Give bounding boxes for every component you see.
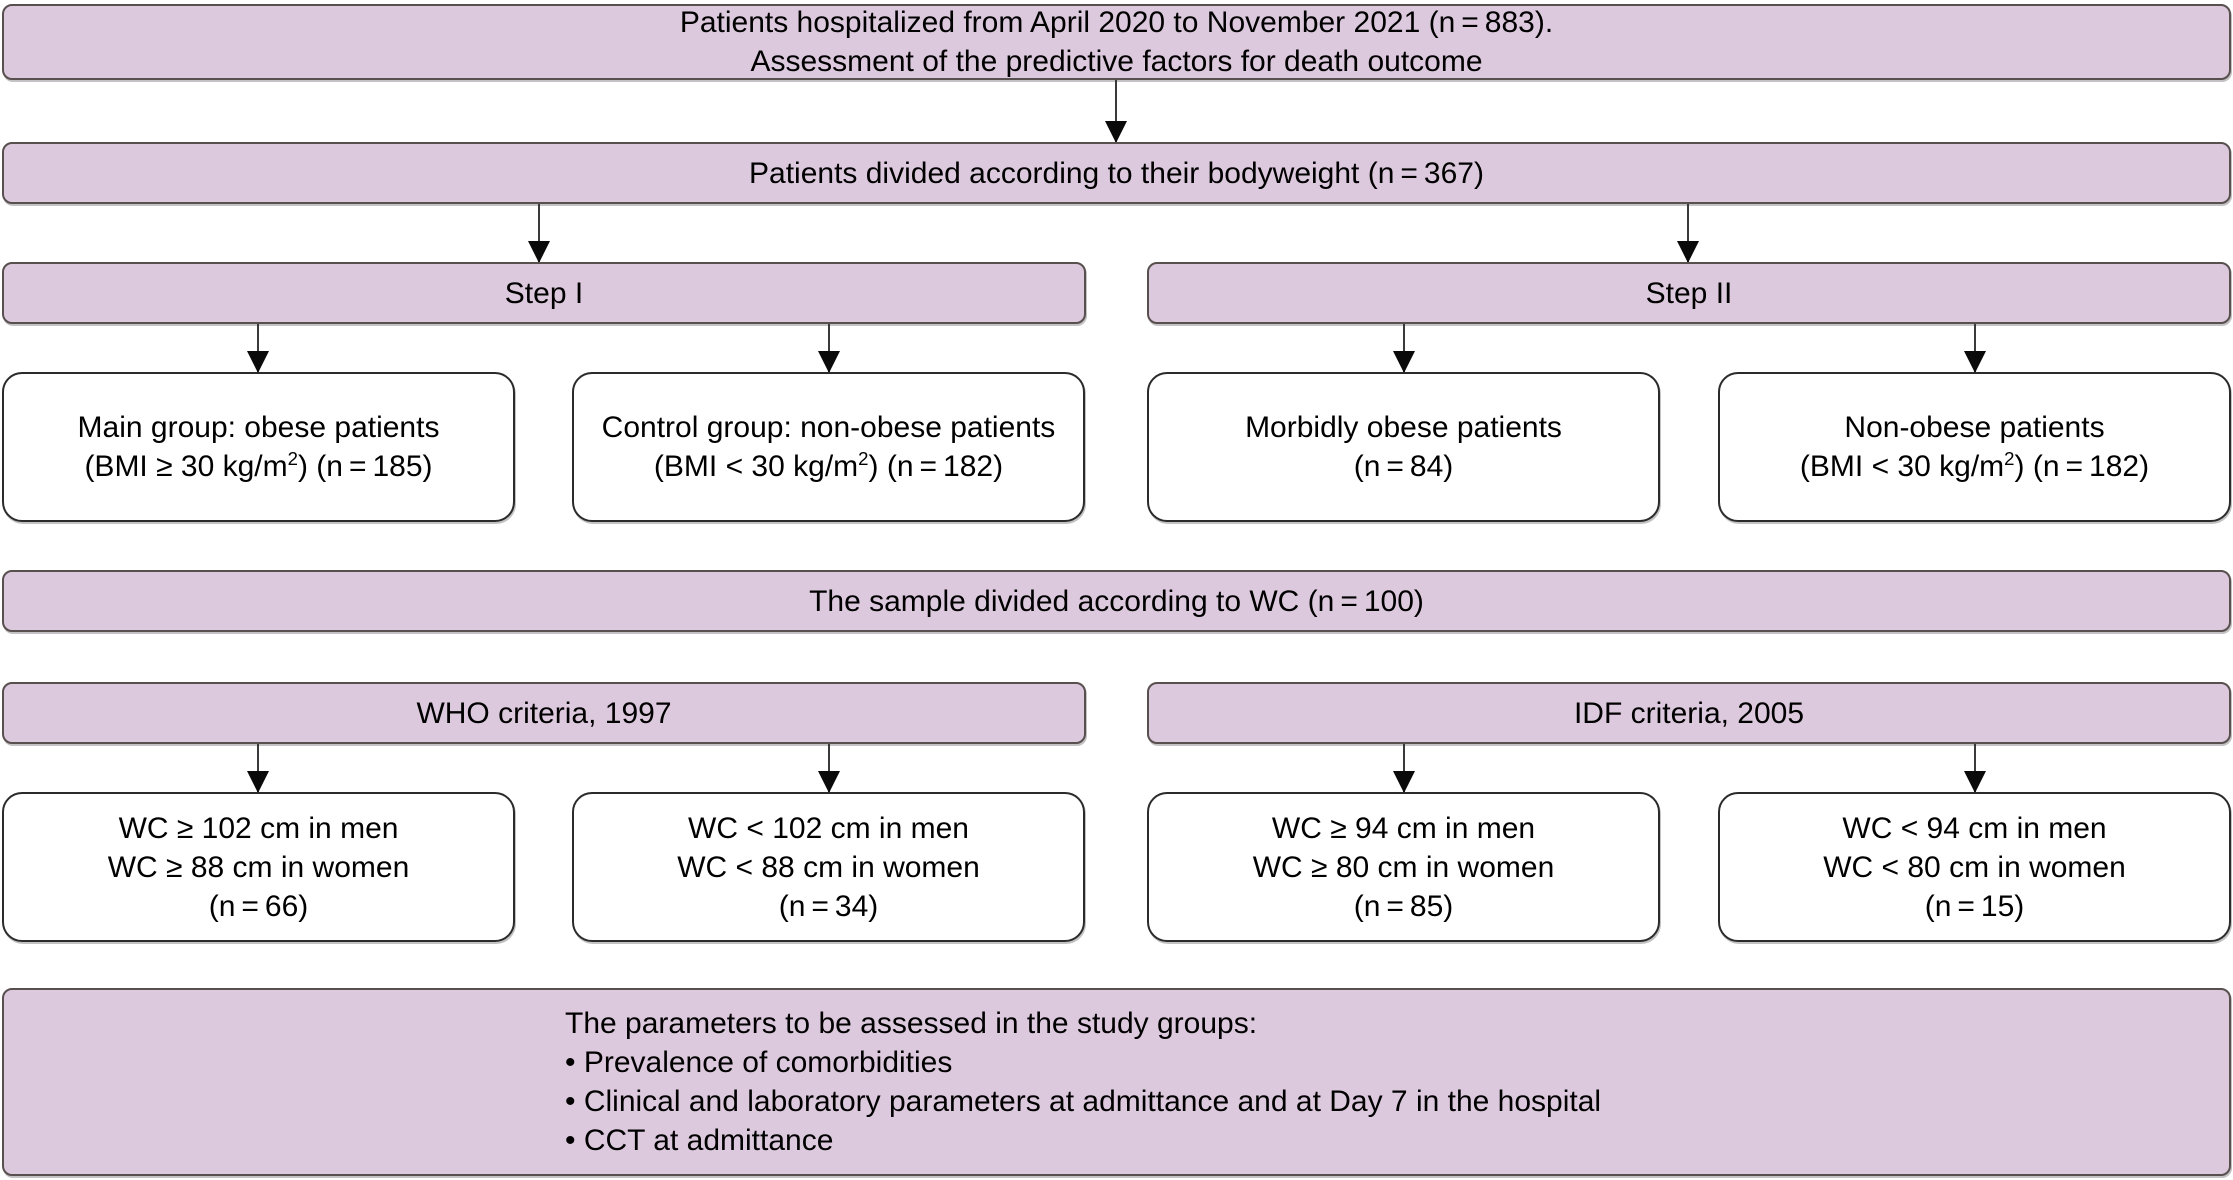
node-who-header-label: WHO criteria, 1997 [416,696,672,730]
node-idf-low: WC < 94 cm in men WC < 80 cm in women (n… [1718,792,2231,942]
node-idf-high: WC ≥ 94 cm in men WC ≥ 80 cm in women (n… [1147,792,1660,942]
node-parameters-bullet-1: • Prevalence of comorbidities [565,1046,953,1079]
node-idf-low-line3: (n = 15) [1924,889,2025,923]
arrow-step1-to-control-group [828,324,830,372]
node-idf-high-line2: WC ≥ 80 cm in women [1252,850,1555,884]
superscript-2: 2 [2004,448,2015,469]
node-who-high-line2: WC ≥ 88 cm in women [107,850,410,884]
arrow-who-to-low [828,744,830,792]
node-step2-header: Step II [1147,262,2231,324]
node-parameters-bullet-3: • CCT at admittance [565,1124,834,1157]
node-main-group: Main group: obese patients (BMI ≥ 30 kg/… [2,372,515,522]
node-who-high-line3: (n = 66) [208,889,309,923]
node-control-group-line1: Control group: non-obese patients [601,411,1056,444]
node-step1-header-label: Step I [504,276,584,310]
node-who-low-line3: (n = 34) [778,889,879,923]
node-main-group-line2: (BMI ≥ 30 kg/m2) (n = 185) [84,448,433,483]
node-who-high-line1: WC ≥ 102 cm in men [118,811,399,845]
arrow-idf-to-low [1974,744,1976,792]
arrow-step2-to-morbidly-obese [1403,324,1405,372]
node-non-obese: Non-obese patients (BMI < 30 kg/m2) (n =… [1718,372,2231,522]
node-parameters: The parameters to be assessed in the stu… [2,988,2231,1176]
node-morbidly-obese: Morbidly obese patients (n = 84) [1147,372,1660,522]
node-idf-header-label: IDF criteria, 2005 [1573,696,1805,730]
arrow-who-to-high [257,744,259,792]
node-cohort: Patients hospitalized from April 2020 to… [2,4,2231,80]
node-idf-high-line3: (n = 85) [1353,889,1454,923]
node-non-obese-line1: Non-obese patients [1844,411,2105,444]
node-control-group-line2: (BMI < 30 kg/m2) (n = 182) [653,448,1004,483]
node-who-low-line2: WC < 88 cm in women [677,850,980,884]
node-step1-header: Step I [2,262,1086,324]
superscript-2: 2 [858,448,869,469]
arrow-step1-to-main-group [257,324,259,372]
node-idf-high-line1: WC ≥ 94 cm in men [1271,811,1536,845]
arrow-bodyweight-to-step2 [1687,204,1689,262]
superscript-2: 2 [287,448,298,469]
node-idf-low-line2: WC < 80 cm in women [1823,850,2126,884]
node-divided-bodyweight: Patients divided according to their body… [2,142,2231,204]
node-divided-wc-line1: The sample divided according to WC (n = … [809,584,1424,618]
node-control-group: Control group: non-obese patients (BMI <… [572,372,1085,522]
node-who-low-line1: WC < 102 cm in men [688,811,969,845]
node-divided-bodyweight-line1: Patients divided according to their body… [749,156,1484,190]
arrow-step2-to-non-obese [1974,324,1976,372]
node-step2-header-label: Step II [1645,276,1733,310]
arrow-idf-to-high [1403,744,1405,792]
node-cohort-line1: Patients hospitalized from April 2020 to… [679,6,1554,39]
node-who-high: WC ≥ 102 cm in men WC ≥ 88 cm in women (… [2,792,515,942]
node-non-obese-line2: (BMI < 30 kg/m2) (n = 182) [1799,448,2150,483]
arrow-cohort-to-bodyweight [1115,80,1117,142]
node-parameters-bullet-2: • Clinical and laboratory parameters at … [565,1085,1602,1118]
node-who-header: WHO criteria, 1997 [2,682,1086,744]
node-parameters-heading: The parameters to be assessed in the stu… [565,1007,1258,1040]
node-main-group-line1: Main group: obese patients [77,411,440,444]
node-morbidly-obese-line1: Morbidly obese patients [1245,411,1562,444]
arrow-bodyweight-to-step1 [538,204,540,262]
node-morbidly-obese-line2: (n = 84) [1353,450,1454,483]
node-idf-header: IDF criteria, 2005 [1147,682,2231,744]
node-who-low: WC < 102 cm in men WC < 88 cm in women (… [572,792,1085,942]
node-divided-wc: The sample divided according to WC (n = … [2,570,2231,632]
node-cohort-line2: Assessment of the predictive factors for… [750,45,1483,78]
node-idf-low-line1: WC < 94 cm in men [1842,811,2107,845]
